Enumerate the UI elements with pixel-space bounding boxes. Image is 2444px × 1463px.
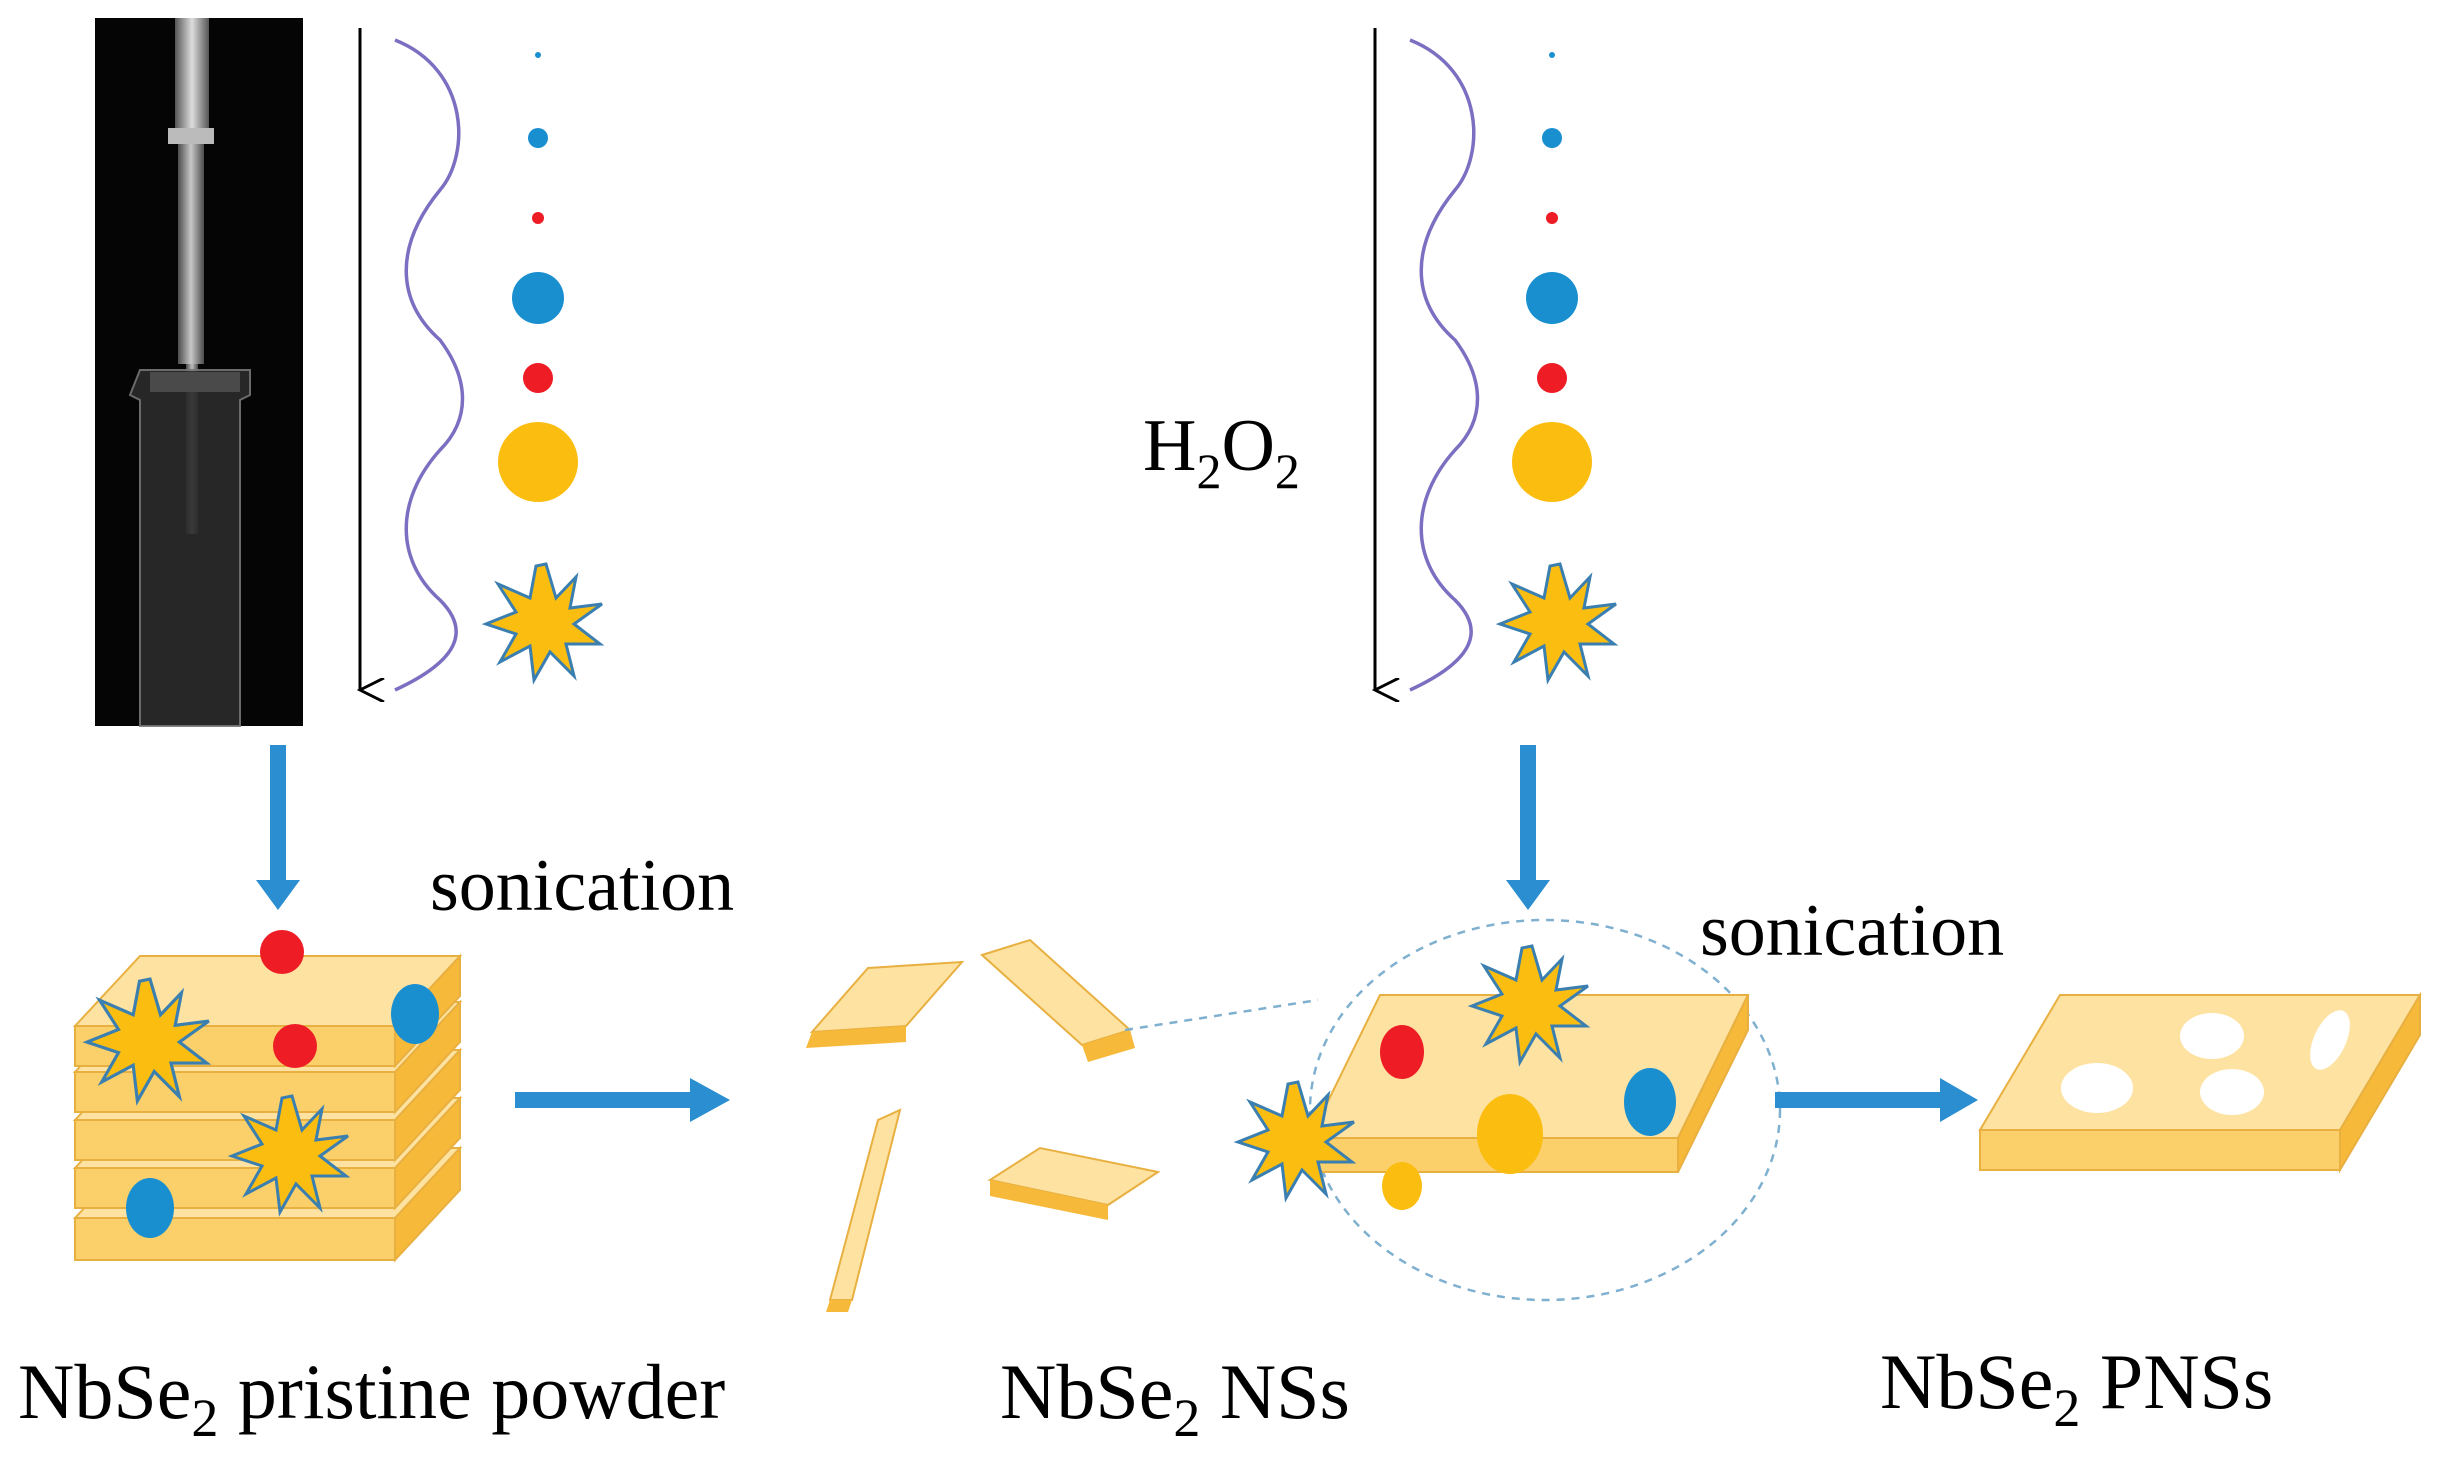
step-label-2: sonication	[1700, 890, 2004, 972]
step-label-1: sonication	[430, 845, 734, 927]
ultrasound-wave-left	[394, 38, 465, 692]
product-label-pristine: NbSe2 pristine powder	[18, 1348, 725, 1448]
right-arrow-2	[1775, 1078, 1978, 1122]
ultrasound-wave-right	[1409, 38, 1480, 692]
nanosheet-flakes	[806, 938, 1161, 1312]
starburst-icon	[1498, 562, 1618, 682]
product-label-pnss: NbSe2 PNSs	[1880, 1338, 2273, 1438]
zoomed-nanosheet	[1236, 944, 1750, 1210]
starburst-icon	[484, 562, 604, 682]
zoom-callout	[1124, 918, 1782, 1302]
product-label-nss: NbSe2 NSs	[1000, 1348, 1350, 1448]
species-column-left	[484, 52, 604, 682]
porous-nanosheet	[1978, 991, 2422, 1174]
pristine-powder-stack	[72, 930, 463, 1263]
down-arrow-left	[256, 745, 300, 910]
down-arrow-right	[1506, 745, 1550, 910]
right-arrow-1	[515, 1078, 730, 1122]
species-column-right	[1498, 52, 1618, 682]
sonicator-photo	[95, 18, 303, 727]
reagent-label: H2O2	[1143, 405, 1300, 499]
